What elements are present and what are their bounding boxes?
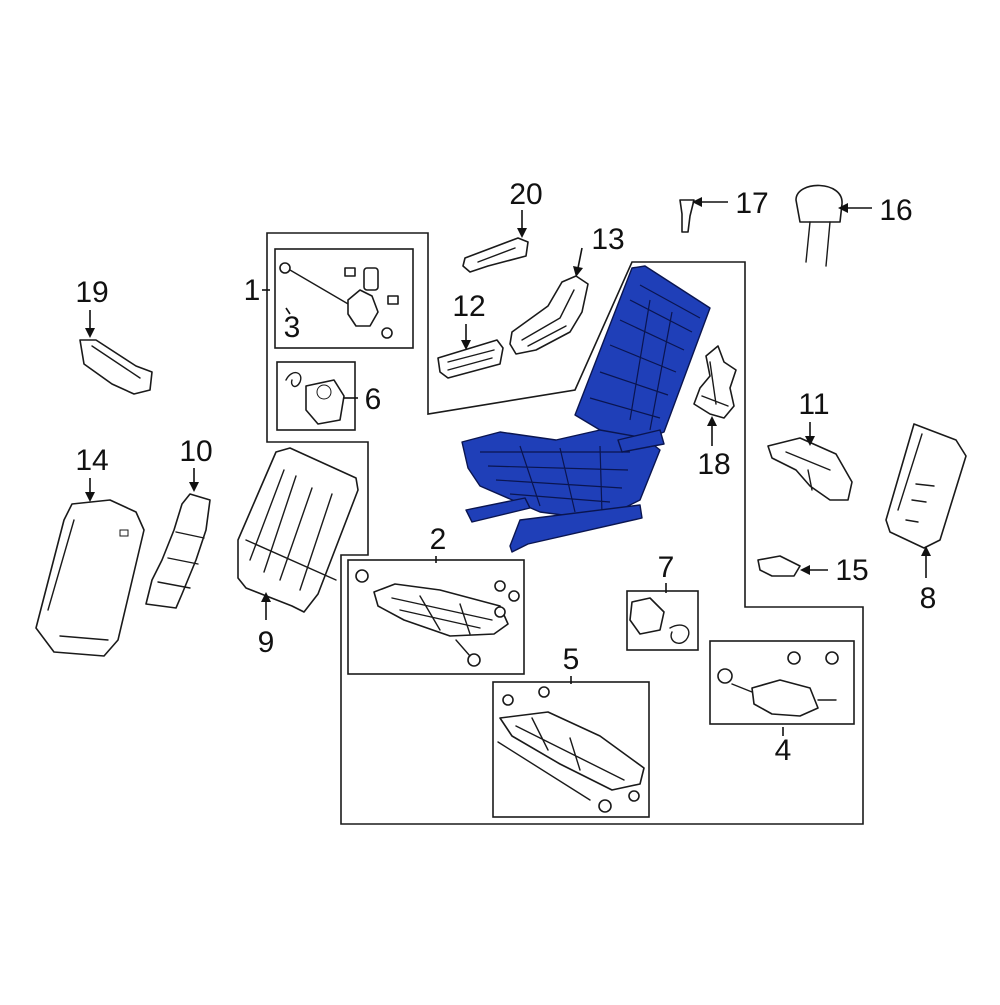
part-19-trim-strip [79,339,153,395]
callout-1: 1 [244,274,270,307]
callout-label-8: 8 [920,582,937,615]
callout-label-11: 11 [798,388,829,421]
callout-label-10: 10 [179,435,212,468]
callout-5: 5 [563,643,580,684]
part-16-headrest [795,184,843,267]
callout-label-9: 9 [258,626,275,659]
callout-3: 3 [284,307,301,344]
callout-15: 15 [800,554,869,587]
seat-frame-highlighted [461,265,711,553]
callout-label-12: 12 [452,290,485,323]
callout-label-1: 1 [244,274,261,307]
callout-8: 8 [920,546,937,615]
part-7-box [626,590,699,651]
callout-label-19: 19 [75,276,108,309]
callout-11: 11 [798,388,830,446]
part-2-panel [355,569,520,667]
callout-label-3: 3 [284,311,301,344]
callout-20: 20 [509,178,543,238]
callout-label-7: 7 [658,551,675,584]
part-7-clip [629,597,690,644]
callout-7: 7 [658,551,675,593]
callout-14: 14 [75,444,109,502]
part-13-side-cover [509,275,589,355]
part-3-box [274,248,414,349]
callout-9: 9 [258,592,275,659]
callout-label-20: 20 [509,178,542,211]
callout-16: 16 [838,194,913,227]
part-11-trim [767,437,853,501]
part-6-sensor [285,372,345,425]
assembly-outline [266,232,864,825]
part-17-guide [679,199,695,233]
part-15-switch [757,555,801,577]
callout-label-16: 16 [879,194,912,227]
callout-2: 2 [430,523,447,563]
callout-19: 19 [75,276,109,338]
part-9-seat-back [237,447,359,613]
part-6-box [276,361,356,431]
callout-18: 18 [697,416,731,481]
part-10-pad [145,493,211,609]
callout-label-6: 6 [365,383,382,416]
part-4-box [709,640,855,725]
part-4-motor [717,651,839,717]
part-3-components [279,262,399,339]
callout-label-13: 13 [591,223,624,256]
part-12-cover [437,339,504,379]
callout-label-18: 18 [697,448,730,481]
callout-13: 13 [573,223,625,277]
callout-label-15: 15 [835,554,868,587]
part-18-bracket [693,345,737,419]
callout-label-17: 17 [735,187,768,220]
callout-label-2: 2 [430,523,447,556]
part-8-side-panel [885,423,967,549]
part-14-seat-back-cover [35,499,145,657]
callout-17: 17 [692,187,769,220]
callout-label-4: 4 [775,734,792,767]
callout-6: 6 [344,383,381,416]
callout-label-14: 14 [75,444,108,477]
callout-label-5: 5 [563,643,580,676]
part-20-bracket [462,237,529,273]
callout-12: 12 [452,290,486,350]
callout-4: 4 [775,727,792,767]
callout-10: 10 [179,435,213,492]
part-5-track [497,686,645,813]
